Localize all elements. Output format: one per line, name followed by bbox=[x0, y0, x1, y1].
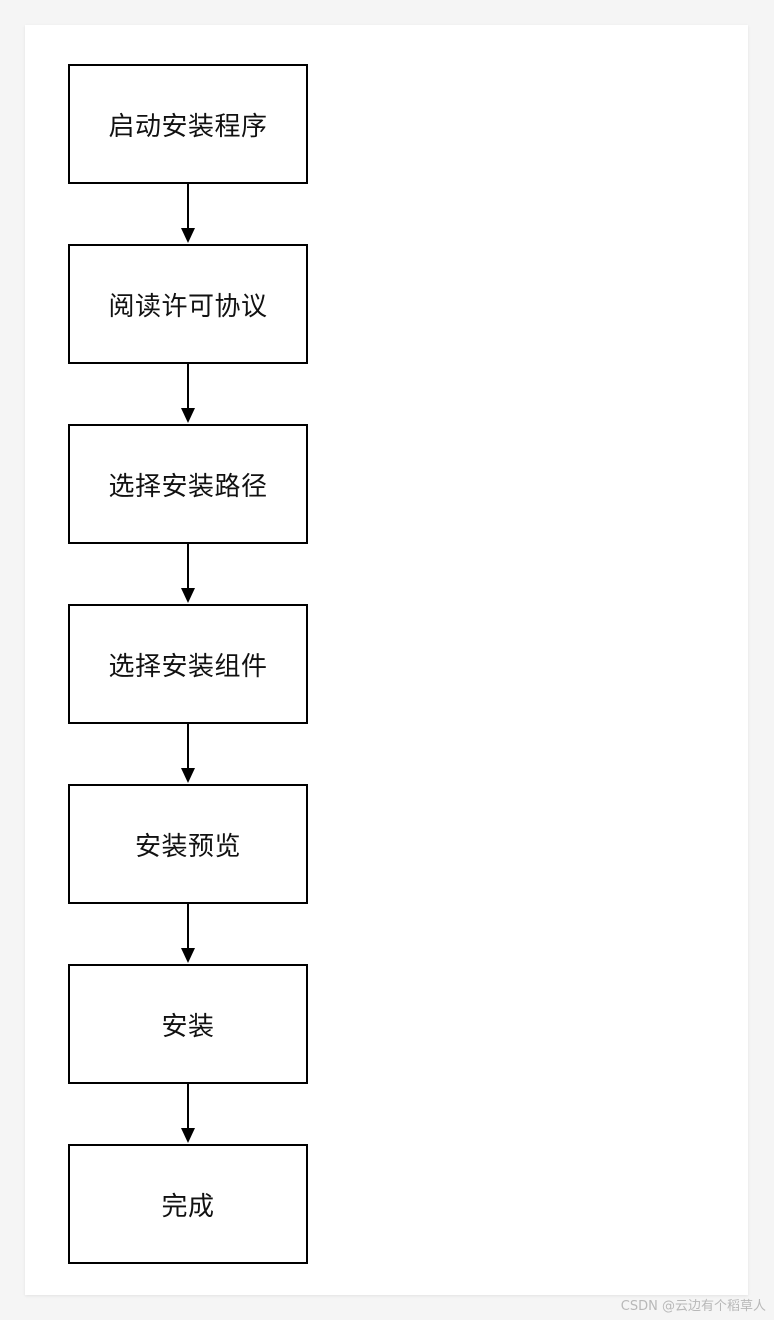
arrow-3 bbox=[181, 544, 195, 603]
arrow-5 bbox=[181, 904, 195, 963]
step-label: 选择安装组件 bbox=[108, 651, 268, 682]
step-choose-components: 选择安装组件 bbox=[68, 604, 308, 724]
step-finish: 完成 bbox=[68, 1144, 308, 1264]
step-launch-installer: 启动安装程序 bbox=[68, 64, 308, 184]
arrow-6 bbox=[181, 1084, 195, 1143]
step-label: 阅读许可协议 bbox=[108, 291, 268, 322]
arrow-4 bbox=[181, 724, 195, 783]
step-label: 启动安装程序 bbox=[108, 111, 268, 142]
step-install-preview: 安装预览 bbox=[68, 784, 308, 904]
step-label: 完成 bbox=[161, 1191, 215, 1222]
step-read-license: 阅读许可协议 bbox=[68, 244, 308, 364]
arrow-2 bbox=[181, 364, 195, 423]
step-label: 安装预览 bbox=[134, 831, 241, 862]
step-install: 安装 bbox=[68, 964, 308, 1084]
watermark: CSDN @云边有个稻草人 bbox=[620, 1299, 766, 1314]
step-choose-path: 选择安装路径 bbox=[68, 424, 308, 544]
step-label: 安装 bbox=[161, 1011, 215, 1042]
arrow-1 bbox=[181, 184, 195, 243]
step-label: 选择安装路径 bbox=[108, 471, 268, 502]
